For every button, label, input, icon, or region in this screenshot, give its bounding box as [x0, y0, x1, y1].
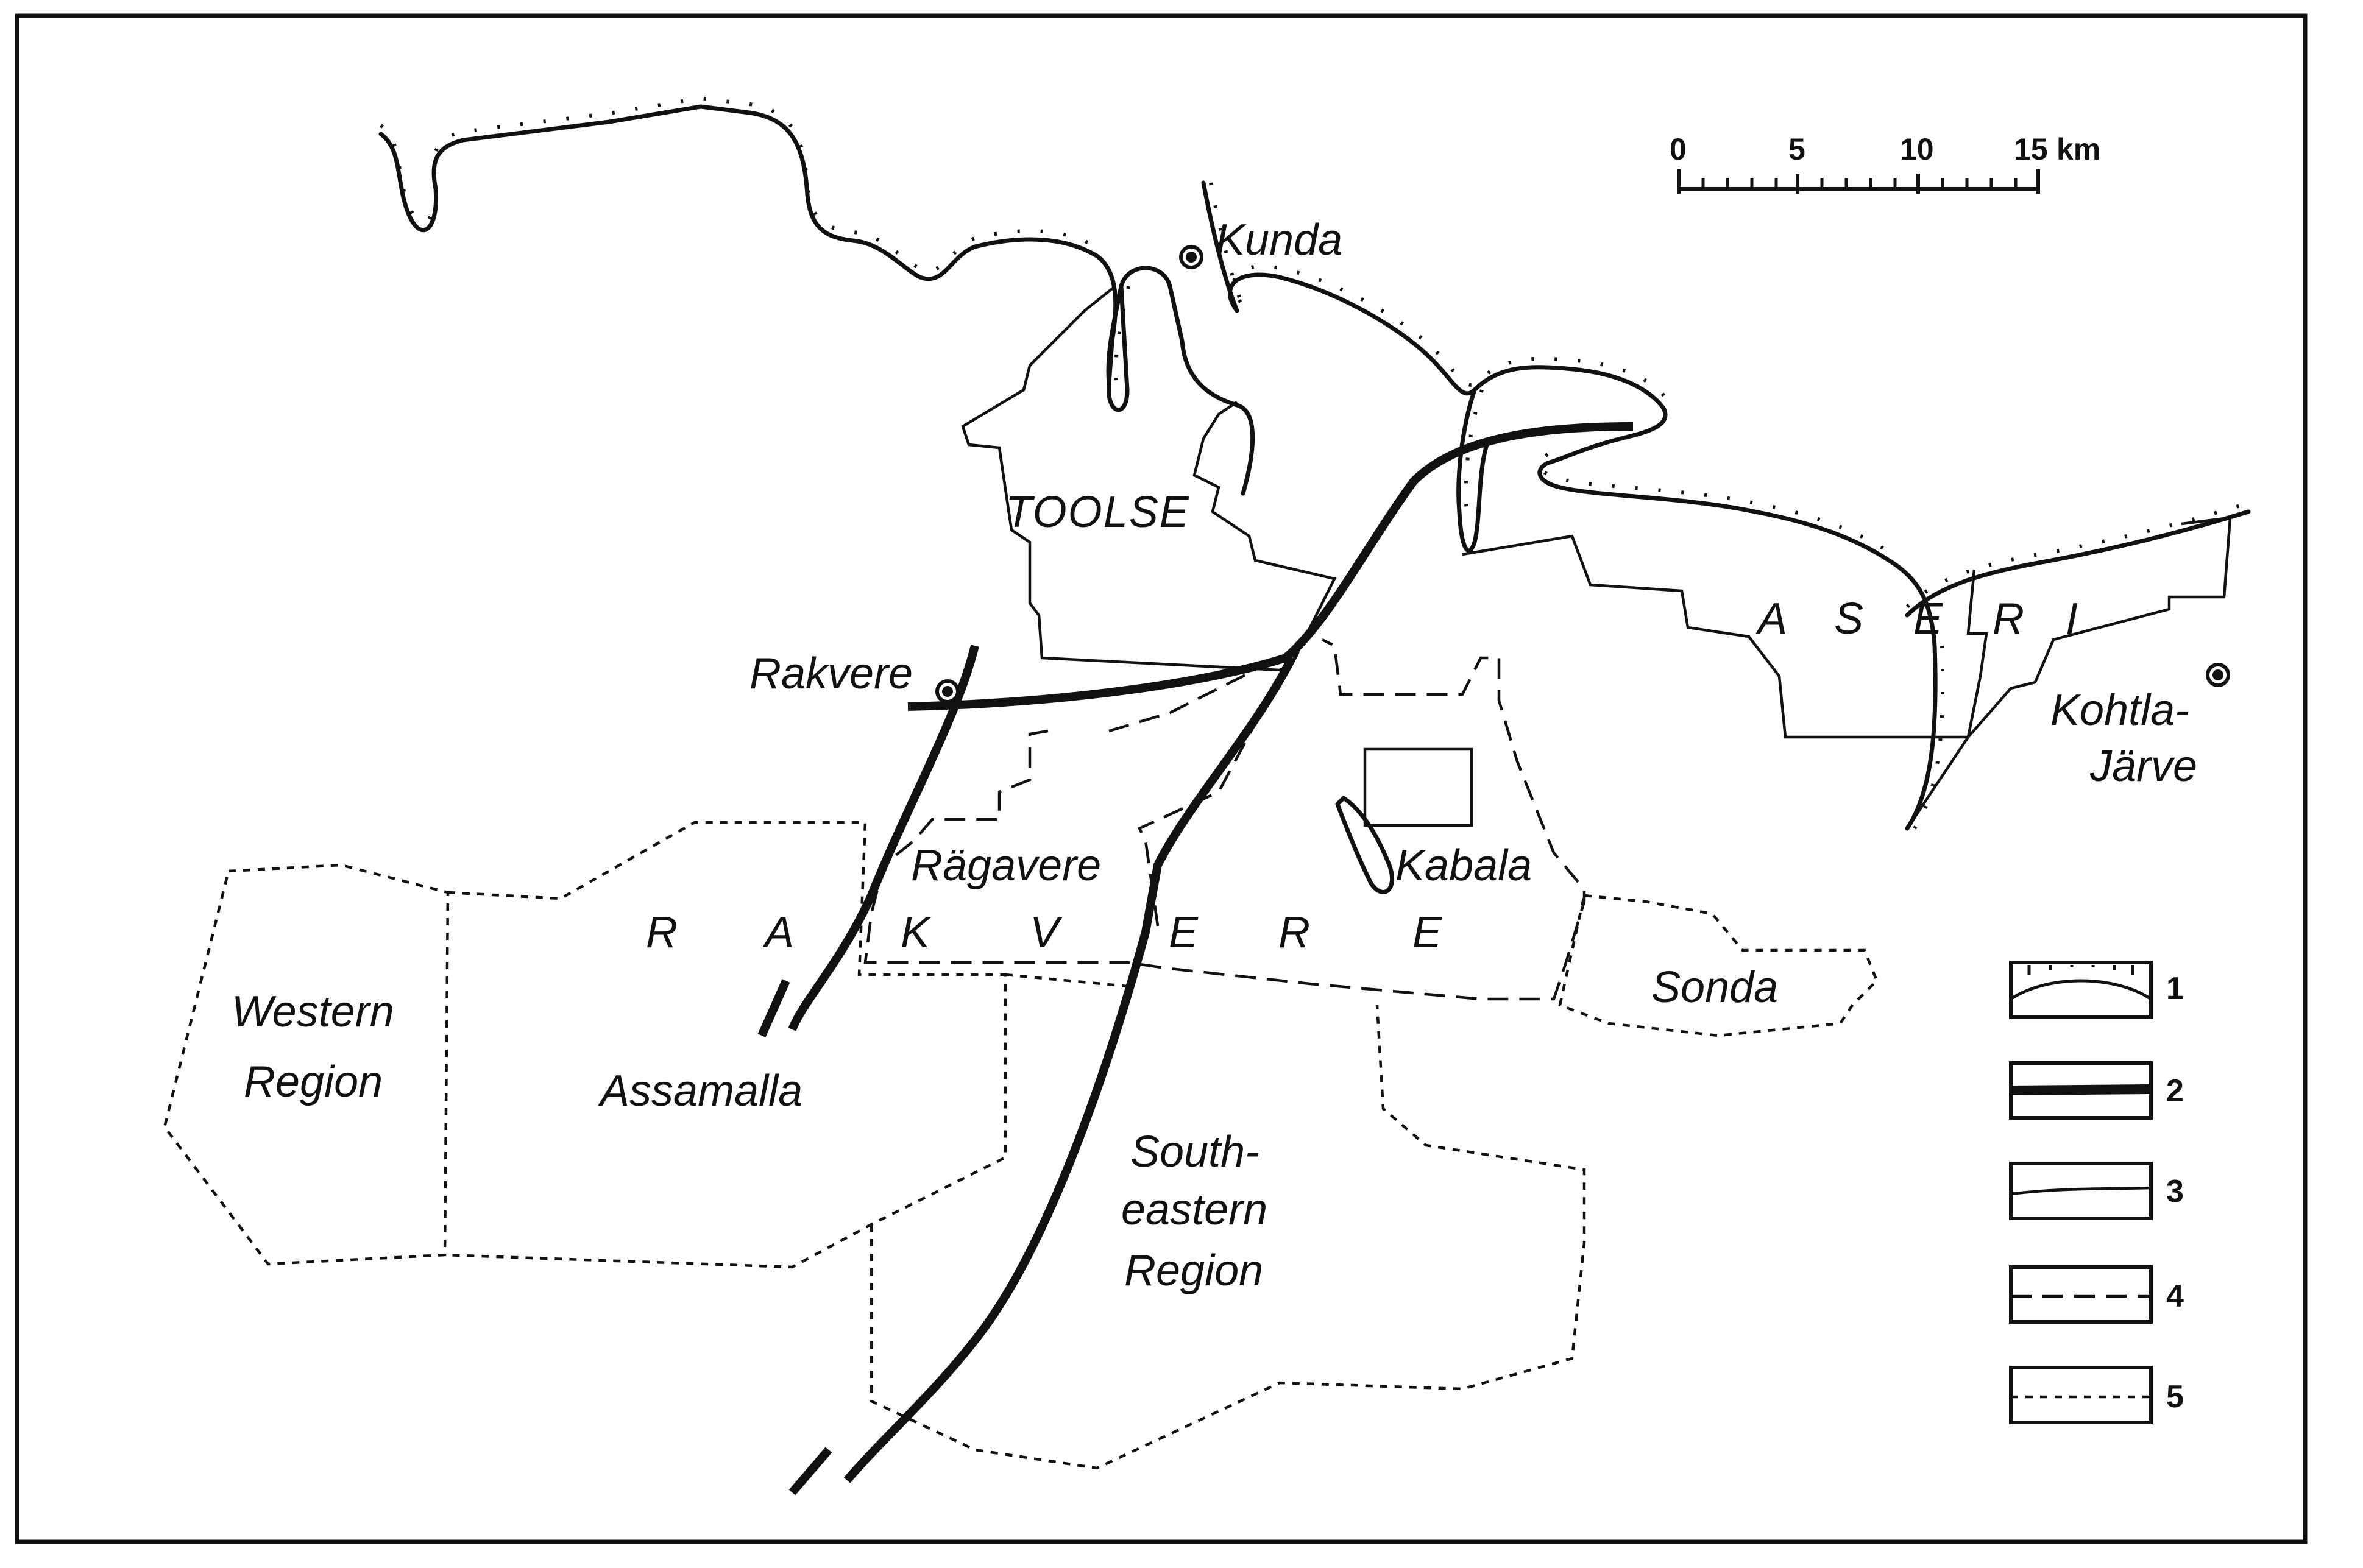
label-aseri-a: A [1755, 595, 1787, 643]
fault-rakvere-north [788, 645, 979, 1031]
legend-item-5: 5 [2009, 1366, 2184, 1424]
assamalla-region-outline [444, 821, 1007, 1269]
aseri-boundary [1462, 534, 1968, 739]
label-rakvere-k: K [901, 908, 932, 957]
toolse-boundary [961, 285, 1337, 672]
southeast-region-west-link [1005, 973, 1134, 989]
kohtla-jarve-marker [2206, 663, 2230, 687]
label-southeast-3: Region [1124, 1246, 1263, 1295]
legend: 1 2 3 4 5 [2009, 961, 2184, 1424]
aseri-inner-boundary [1966, 569, 1988, 738]
label-kohtla-1: Kohtla- [2050, 686, 2189, 735]
place-labels: Kunda Rakvere Kohtla- Järve Kabala TOOLS… [232, 216, 2197, 1295]
label-western-2: Region [244, 1058, 383, 1106]
fault-main-diagonal-end [788, 1447, 832, 1496]
legend-item-1: 1 [2009, 961, 2184, 1019]
sonda-region-outline [1558, 894, 1879, 1037]
label-southeast-2: eastern [1121, 1185, 1267, 1234]
legend-label-5: 5 [2166, 1379, 2184, 1414]
klint-ticks-aseri [1537, 453, 1890, 554]
scale-tick-5: 5 [1788, 132, 1805, 166]
legend-item-4: 4 [2009, 1265, 2184, 1324]
kunda-marker [1179, 245, 1203, 269]
kabala-rectangle [1363, 747, 1473, 827]
klint-aseri-gap [1456, 387, 1489, 553]
label-aseri-s: S [1834, 595, 1863, 643]
legend-item-3: 3 [2009, 1162, 2184, 1220]
klint-ticks-toolse [1231, 264, 1669, 401]
rakvere-field-boundary [863, 638, 1586, 1001]
label-kabala: Kabala [1395, 841, 1532, 890]
label-ragavere: Rägavere [911, 841, 1101, 890]
label-rakvere-e1: E [1169, 908, 1199, 957]
label-western-1: Western [232, 987, 394, 1036]
fault-rakvere-north-dash [757, 979, 790, 1037]
label-rakvere-e2: E [1412, 908, 1442, 957]
map-frame [15, 13, 2308, 1544]
legend-label-4: 4 [2166, 1279, 2184, 1314]
fault-main-parallel [1162, 651, 1300, 860]
rakvere-marker [935, 679, 960, 704]
label-rakvere-r1: R [646, 908, 678, 957]
fault-rakvere-west [907, 422, 1634, 711]
label-aseri-e: E [1913, 595, 1943, 643]
klint-valley-west [1106, 284, 1124, 386]
mining-field-boundaries [961, 285, 2232, 830]
scale-tick-0: 0 [1670, 132, 1687, 166]
aseri-east-boundary [1906, 516, 2232, 830]
rakvere-field-outline [863, 638, 1586, 1001]
klint-toolse-east [1228, 272, 1938, 831]
label-rakvere-v: V [1030, 908, 1063, 957]
klint-main-coast [378, 104, 1255, 496]
label-rakvere: Rakvere [749, 649, 913, 698]
fault-lines [757, 422, 1634, 1496]
prospecting-region-boundaries [163, 821, 1879, 1470]
scale-unit: km [2057, 132, 2100, 166]
label-toolse: TOOLSE [1005, 488, 1190, 537]
legend-item-2: 2 [2009, 1061, 2184, 1120]
klint-east-coast [1905, 509, 2251, 618]
scale-tick-10: 10 [1900, 132, 1934, 166]
klint-ticks [380, 96, 2249, 830]
label-kohtla-2: Järve [2089, 742, 2197, 791]
scale-tick-15: 15 [2014, 132, 2048, 166]
label-rakvere-r2: R [1278, 908, 1310, 957]
legend-label-3: 3 [2166, 1174, 2184, 1209]
legend-label-2: 2 [2166, 1073, 2184, 1109]
ragavere-inner-outline [1108, 668, 1269, 927]
legend-label-1: 1 [2166, 971, 2184, 1006]
label-sonda: Sonda [1651, 963, 1778, 1012]
scale-bar-minor-ticks [1701, 178, 2018, 189]
label-kunda: Kunda [1216, 216, 1342, 264]
southeast-region-outline [870, 1005, 1586, 1470]
label-aseri-i: I [2066, 595, 2078, 643]
scale-bar-line [1677, 169, 2040, 194]
scale-bar: 0 5 10 15 km [1670, 132, 2100, 194]
label-rakvere-a: A [762, 908, 794, 957]
label-aseri-r: R [1993, 595, 2024, 643]
label-assamalla: Assamalla [598, 1067, 802, 1115]
town-markers [935, 245, 2230, 704]
label-southeast-1: South- [1130, 1128, 1259, 1176]
